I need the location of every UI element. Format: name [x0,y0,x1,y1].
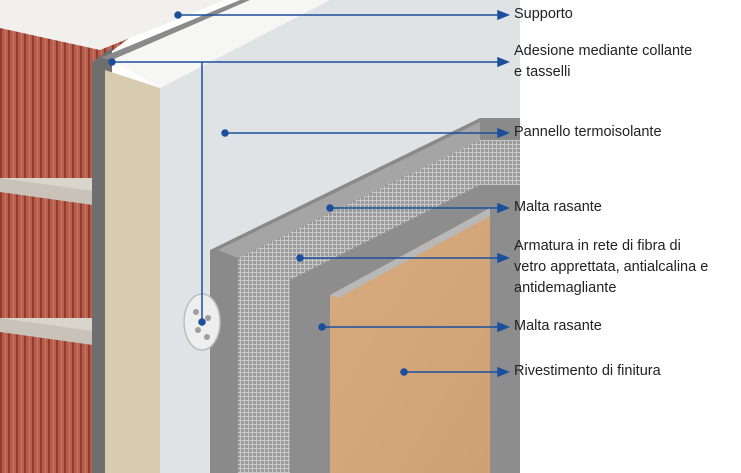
label-adesione: Adesione mediante collante e tasselli [514,43,693,80]
label-supporto: Supporto [514,6,573,22]
label-malta-rasante-1: Malta rasante [514,199,602,215]
label-pannello-termoisolante: Pannello termoisolante [514,124,662,140]
finish-coat-layer [330,208,490,473]
label-armatura-rete: Armatura in rete di fibra di vetro appre… [514,238,709,296]
leader-lines [108,9,511,378]
brick-support-wall [0,0,225,473]
label-rivestimento-finitura: Rivestimento di finitura [514,363,661,379]
label-malta-rasante-2: Malta rasante [514,318,602,334]
